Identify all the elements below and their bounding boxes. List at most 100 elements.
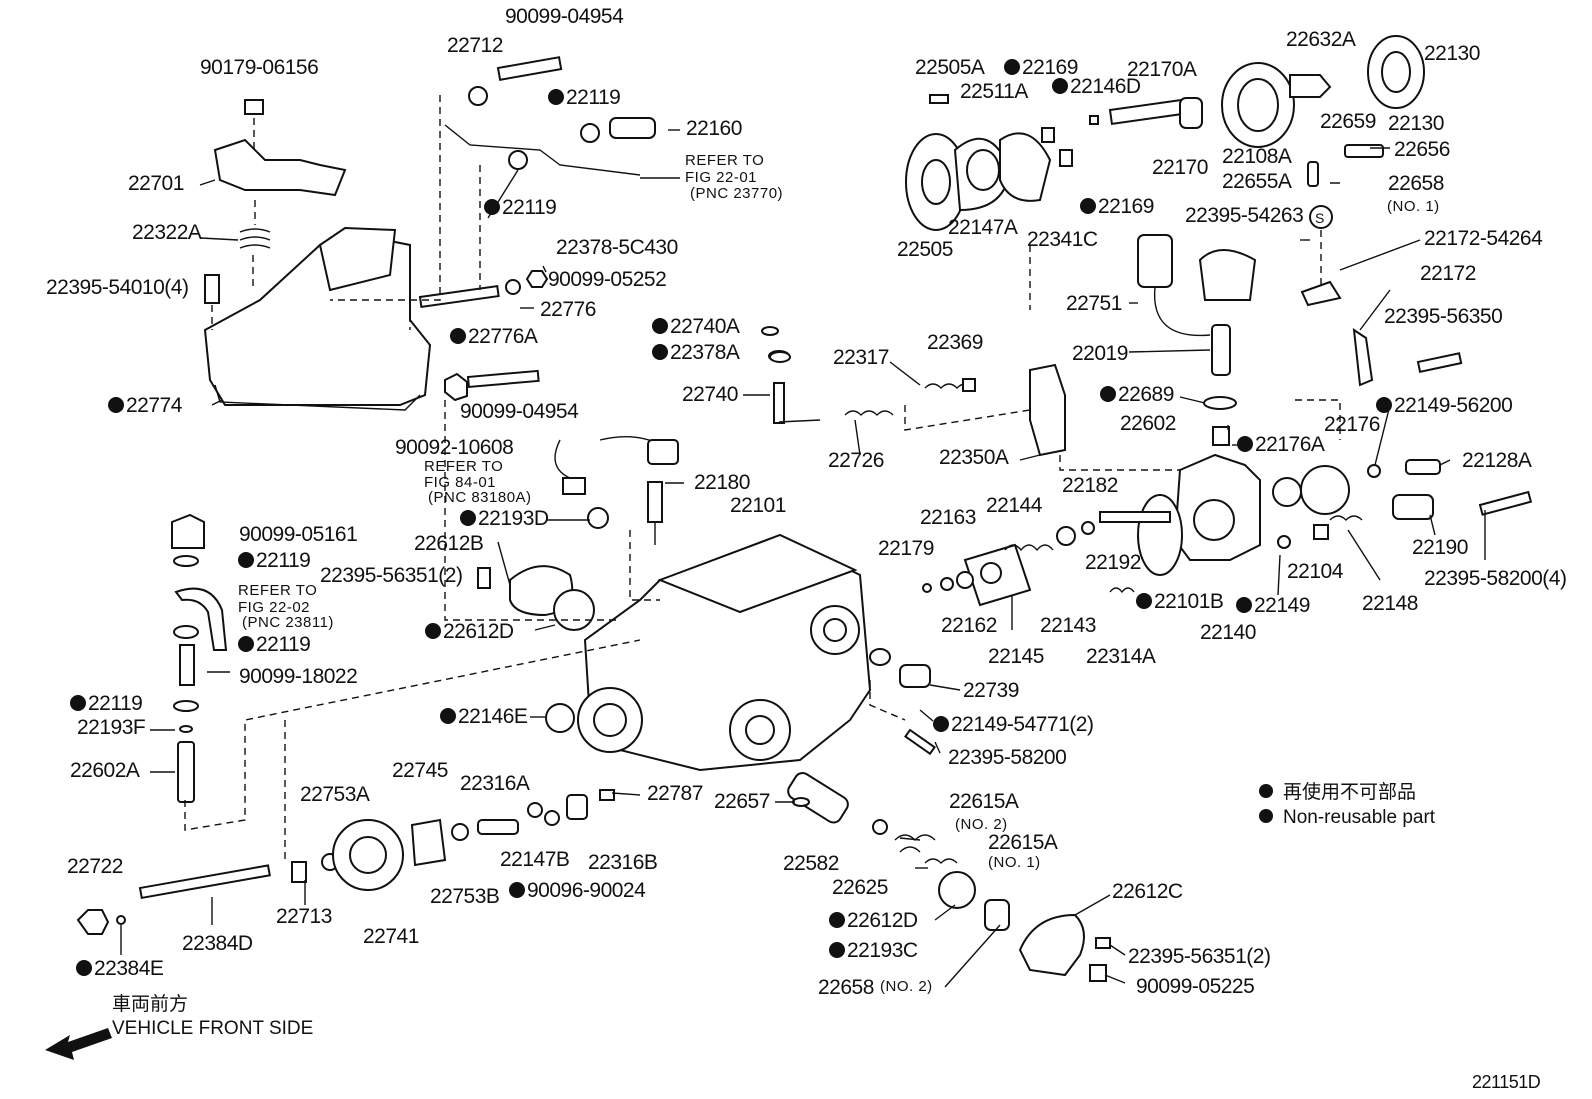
legend: 再使用不可部品 Non-reusable part <box>1259 781 1436 828</box>
part-number-label: 22019 <box>1072 342 1128 365</box>
part-number-label: 22128A <box>1462 449 1532 472</box>
part-number-label: 22101 <box>730 494 786 517</box>
part-number-label: 90099-04954 <box>505 5 624 28</box>
part-number-label: 22395-56351(2) <box>1128 945 1270 968</box>
non-reusable-marker <box>1100 386 1116 402</box>
part-number-label: 90096-90024 <box>527 879 646 902</box>
non-reusable-marker <box>108 397 124 413</box>
note-pnc: (PNC 23770) <box>690 185 783 202</box>
part-number-label: 22701 <box>128 172 184 195</box>
direction-jp: 車両前方 <box>112 993 188 1015</box>
part-number-label: 22149-56200 <box>1394 394 1512 417</box>
part-number-label: 22170A <box>1127 58 1197 81</box>
part-number-label: 22119 <box>566 86 620 109</box>
non-reusable-marker <box>1052 78 1068 94</box>
part-number-label: 22753A <box>300 783 370 806</box>
non-reusable-marker <box>933 716 949 732</box>
part-number-label: 22615A <box>988 831 1058 854</box>
note-no: (NO. 2) <box>880 978 933 995</box>
non-reusable-marker <box>440 708 456 724</box>
part-number-label: 22163 <box>920 506 976 529</box>
part-number-label: 90099-18022 <box>239 665 357 688</box>
part-number-label: 22511A <box>960 80 1028 103</box>
part-number-label: 22169 <box>1098 195 1154 218</box>
part-number-label: 22612D <box>847 909 918 932</box>
part-number-label: 22322A <box>132 221 202 244</box>
part-number-label: 22395-56351(2) <box>320 564 462 587</box>
note-fig: FIG 22-02 <box>238 599 310 616</box>
part-number-label: 22378A <box>670 341 740 364</box>
note-no: (NO. 1) <box>988 854 1041 871</box>
non-reusable-marker <box>548 89 564 105</box>
part-number-label: 22689 <box>1118 383 1174 406</box>
non-reusable-marker <box>1080 198 1096 214</box>
non-reusable-marker <box>1237 436 1253 452</box>
part-number-label: 22147A <box>948 216 1018 239</box>
non-reusable-marker <box>1376 397 1392 413</box>
note-no: (NO. 2) <box>955 816 1008 833</box>
part-number-label: 22144 <box>986 494 1043 517</box>
part-number-label: 22378-5C430 <box>556 236 678 259</box>
part-number-label: 22612B <box>414 532 483 555</box>
non-reusable-marker <box>1236 597 1252 613</box>
leader-lines <box>120 95 1486 988</box>
part-number-label: 22148 <box>1362 592 1418 615</box>
part-number-label: 22395-56350 <box>1384 305 1502 328</box>
non-reusable-marker <box>1004 59 1020 75</box>
part-number-label: 22145 <box>988 645 1044 668</box>
part-number-label: 22130 <box>1424 42 1480 65</box>
part-number-label: 22179 <box>878 537 934 560</box>
note-s: S <box>1315 210 1325 226</box>
part-number-label: 22657 <box>714 790 770 813</box>
part-number-label: 22314A <box>1086 645 1156 668</box>
part-number-label: 22726 <box>828 449 884 472</box>
part-number-label: 22350A <box>939 446 1009 469</box>
part-number-label: 22143 <box>1040 614 1096 637</box>
part-number-label: 22602 <box>1120 412 1176 435</box>
part-number-label: 22602A <box>70 759 140 782</box>
part-number-label: 22176A <box>1255 433 1325 456</box>
part-number-label: 22740A <box>670 315 740 338</box>
note-fig: FIG 84-01 <box>424 474 496 491</box>
non-reusable-marker <box>829 912 845 928</box>
non-reusable-marker <box>484 199 500 215</box>
note-no: (NO. 1) <box>1387 198 1440 215</box>
non-reusable-marker <box>829 942 845 958</box>
part-number-label: 22659 <box>1320 110 1376 133</box>
part-number-label: 22169 <box>1022 56 1078 79</box>
part-number-label: 22146D <box>1070 75 1141 98</box>
part-number-label: 22172 <box>1420 262 1476 285</box>
part-number-label: 22655A <box>1222 170 1292 193</box>
part-number-label: 22119 <box>88 692 142 715</box>
part-number-label: 22787 <box>647 782 703 805</box>
note-refer: REFER TO <box>238 582 317 599</box>
non-reusable-marker <box>238 552 254 568</box>
non-reusable-marker <box>509 882 525 898</box>
part-number-label: 22753B <box>430 885 499 908</box>
part-number-label: 22505 <box>897 238 953 261</box>
part-number-label: 22140 <box>1200 621 1256 644</box>
part-number-label: 22146E <box>458 705 528 728</box>
non-reusable-marker <box>238 636 254 652</box>
part-number-label: 22658 <box>818 976 874 999</box>
non-reusable-marker <box>652 344 668 360</box>
non-reusable-marker <box>76 960 92 976</box>
part-labels: 90099-049542271290179-061562211922160227… <box>46 5 1567 999</box>
part-number-label: 90099-05225 <box>1136 975 1254 998</box>
part-number-label: 22739 <box>963 679 1019 702</box>
diagram-id: 221151D <box>1472 1072 1541 1092</box>
part-number-label: 90099-05161 <box>239 523 357 546</box>
part-number-label: 22712 <box>447 34 503 57</box>
part-number-label: 22632A <box>1286 28 1356 51</box>
part-number-label: 22316A <box>460 772 530 795</box>
part-number-label: 22341C <box>1027 228 1098 251</box>
front-arrow-icon <box>45 1028 112 1060</box>
part-number-label: 22722 <box>67 855 123 878</box>
non-reusable-marker <box>1136 593 1152 609</box>
note-refer: REFER TO <box>424 458 503 475</box>
part-number-label: 22316B <box>588 851 657 874</box>
part-number-label: 90099-04954 <box>460 400 579 423</box>
non-reusable-marker <box>450 328 466 344</box>
part-number-label: 22776A <box>468 325 538 348</box>
